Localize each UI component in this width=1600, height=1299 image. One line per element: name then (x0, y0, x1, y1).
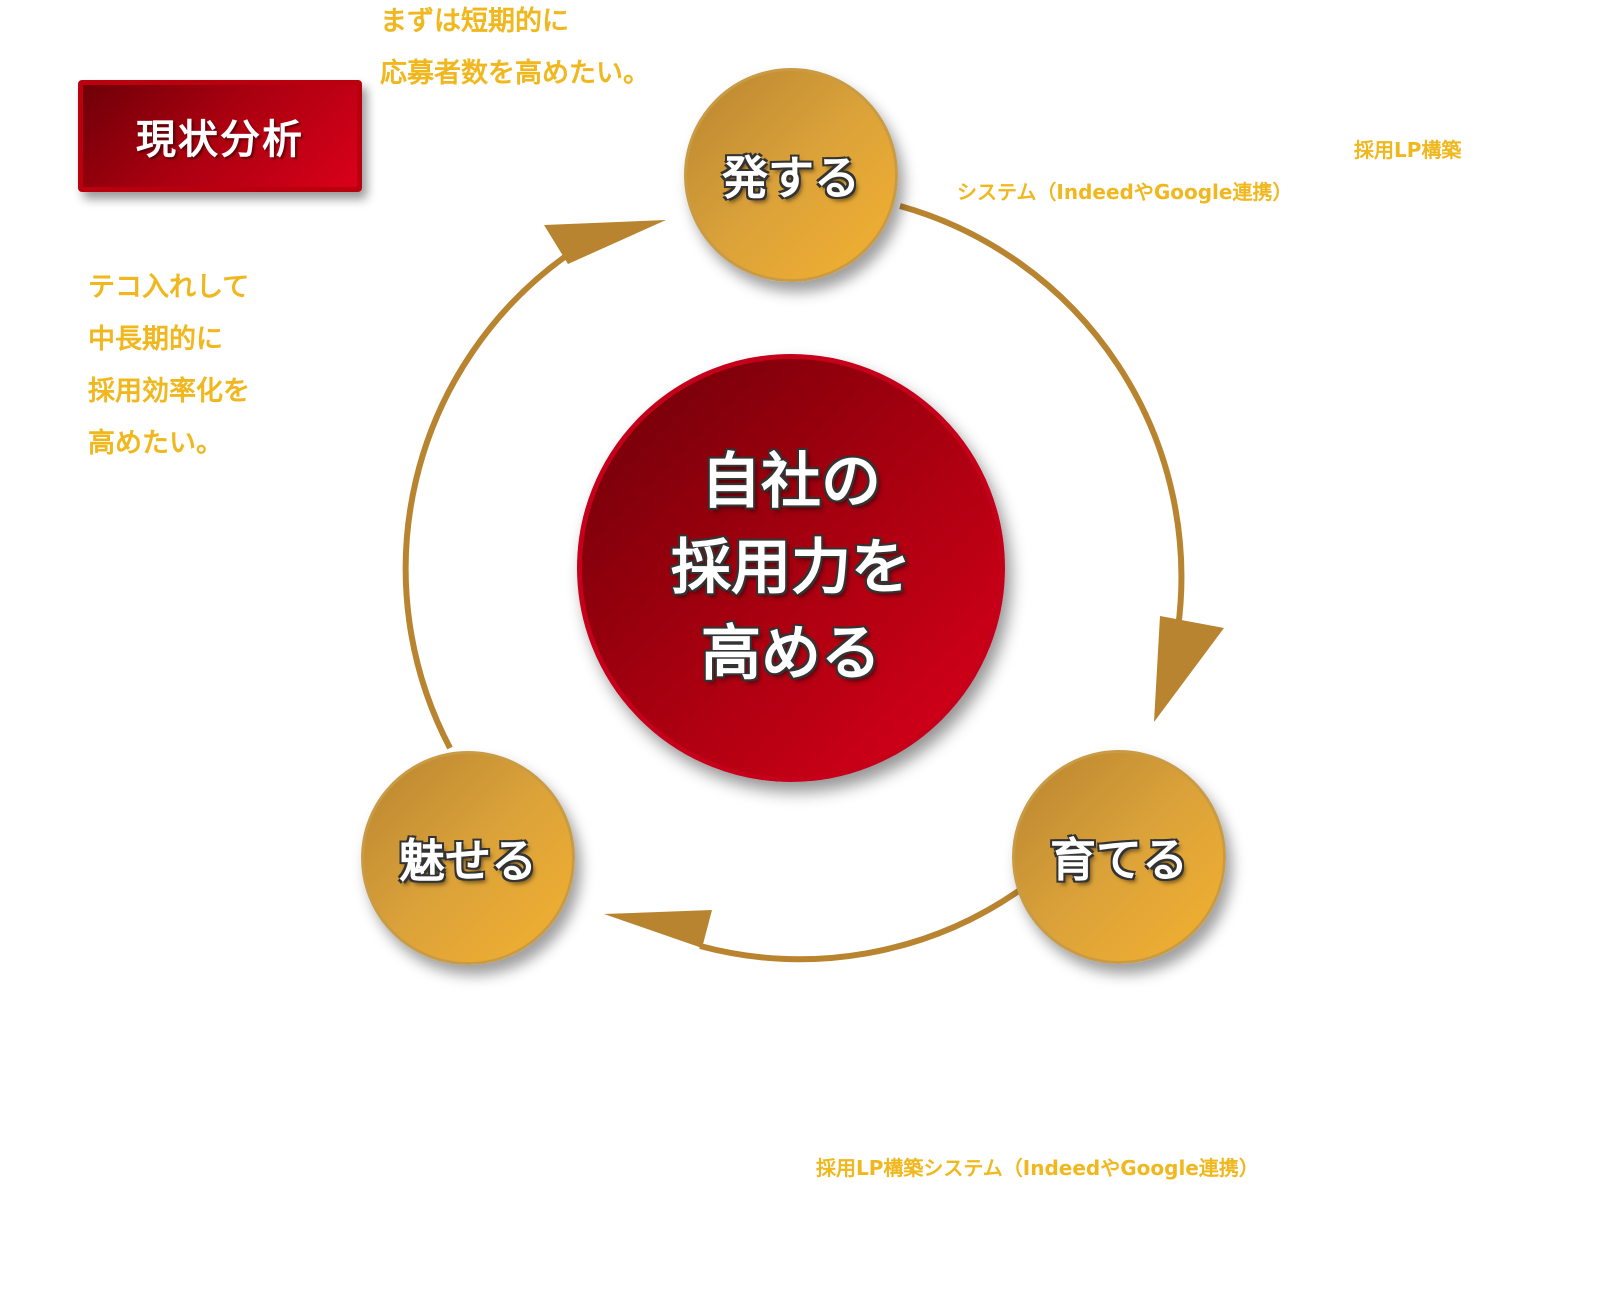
note-right-top: 採用LP構築 (1354, 138, 1462, 162)
arrowhead-right (1154, 616, 1224, 722)
note-bottom: 採用LP構築システム（IndeedやGoogle連携） (816, 1156, 1259, 1180)
node-left: 魅せる (361, 751, 575, 965)
current-analysis-tag: 現状分析 (78, 80, 362, 192)
center-line-1: 自社の (701, 447, 881, 517)
arrowhead-bottom (604, 910, 712, 948)
note-left-line-4: 高めたい。 (88, 428, 223, 459)
node-right-label: 育てる (1050, 833, 1188, 887)
center-line-2: 採用力を (671, 533, 911, 603)
node-left-label: 魅せる (399, 834, 537, 888)
note-top-center-line-1: まずは短期的に (380, 6, 569, 37)
tag-label: 現状分析 (136, 117, 304, 163)
note-top-center: まずは短期的に 応募者数を高めたい。 (380, 0, 650, 100)
note-left: テコ入れして 中長期的に 採用効率化を 高めたい。 (88, 262, 250, 470)
note-left-line-2: 中長期的に (88, 324, 223, 355)
node-top-label: 発する (722, 151, 860, 205)
node-top: 発する (684, 68, 898, 282)
note-right-system: システム（IndeedやGoogle連携） (957, 180, 1293, 204)
note-top-center-line-2: 応募者数を高めたい。 (380, 58, 650, 89)
arrow-arc-top-right (899, 203, 1185, 629)
arrow-arc-left (402, 253, 568, 750)
node-right: 育てる (1012, 750, 1226, 964)
arrowhead-top (544, 220, 666, 264)
center-circle: 自社の 採用力を 高める (577, 354, 1005, 782)
note-left-line-1: テコ入れして (88, 272, 250, 303)
center-label: 自社の 採用力を 高める (671, 439, 911, 697)
arrow-arc-bottom (699, 887, 1022, 963)
center-line-3: 高める (701, 619, 881, 689)
note-left-line-3: 採用効率化を (88, 376, 250, 407)
